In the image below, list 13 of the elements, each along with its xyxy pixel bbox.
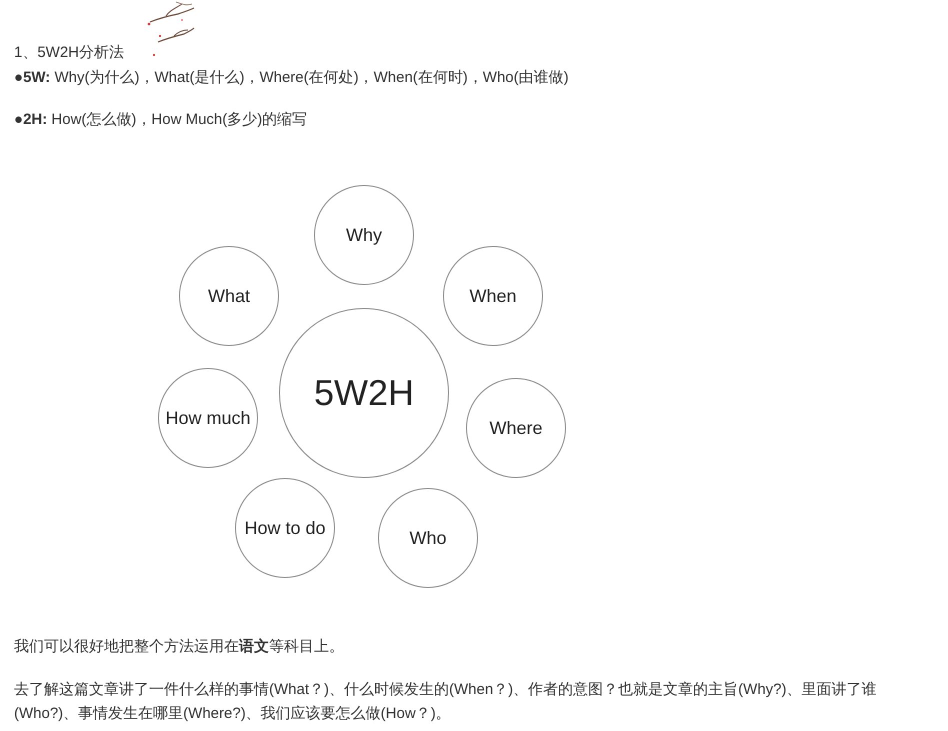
node-label: When — [469, 286, 517, 306]
paragraph: 去了解这篇文章讲了一件什么样的事情(What？)、什么时候发生的(When？)、作者的意图？也就是文章的主旨(Why?)、里面讲了谁(Who?)、事情发生在哪里(Where?)、我们应该要怎么做(How？)。 — [14, 680, 878, 724]
node-label: 5W2H — [314, 372, 414, 414]
node-label: How to do — [244, 518, 326, 538]
node-label: Who — [409, 528, 446, 548]
node-label: What — [208, 286, 250, 306]
section-heading: 1、5W2H分析法 — [14, 43, 124, 63]
paragraph: 我们可以很好地把整个方法运用在语文等科目上。 — [14, 637, 345, 657]
node-label: Where — [489, 418, 542, 438]
node-label: Why — [346, 224, 382, 246]
node-label: How much — [165, 408, 251, 428]
bullet-item: ●2H: How(怎么做)，How Much(多少)的缩写 — [14, 110, 308, 130]
bullet-item: ●5W: Why(为什么)，What(是什么)，Where(在何处)，When(在何时)，Who(由谁做) — [14, 68, 569, 88]
